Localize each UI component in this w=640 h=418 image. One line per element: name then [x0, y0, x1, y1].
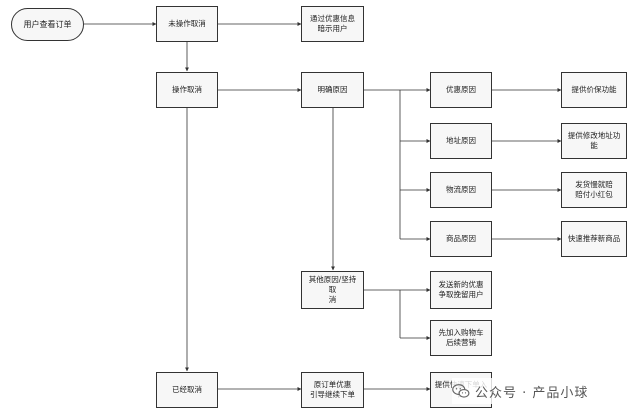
node-clear-reason: 明确原因: [301, 72, 364, 108]
node-solution-price-protect: 提供价保功能: [561, 72, 627, 108]
node-reason-address: 地址原因: [430, 123, 492, 159]
node-other-reason: 其他原因/坚持取 消: [301, 271, 364, 309]
node-guide-reorder: 原订单优惠 引导继续下单: [301, 372, 364, 408]
node-reason-discount: 优惠原因: [430, 72, 492, 108]
wechat-icon: [452, 384, 470, 398]
node-start-view-order: 用户查看订单: [11, 8, 84, 41]
node-solution-address-edit: 提供修改地址功能: [561, 123, 627, 159]
node-solution-late-compensation: 发货慢就赔 赔付小红包: [561, 172, 627, 208]
node-reason-logistics: 物流原因: [430, 172, 492, 208]
watermark-text: 公众号 · 产品小球: [475, 385, 589, 401]
node-coupon-hint: 通过优惠信息 暗示用户: [301, 6, 364, 42]
node-cancel: 操作取消: [156, 72, 218, 108]
watermark: 公众号 · 产品小球: [452, 378, 634, 404]
node-reason-goods: 商品原因: [430, 221, 492, 257]
node-cancelled: 已经取消: [156, 372, 218, 408]
node-not-cancel: 未操作取消: [156, 6, 218, 42]
node-solution-new-coupon: 发送新的优惠 争取挽留用户: [430, 271, 492, 309]
node-solution-recommend-goods: 快速推荐新商品: [561, 221, 627, 257]
node-solution-add-cart: 先加入购物车 后续营销: [430, 320, 492, 356]
